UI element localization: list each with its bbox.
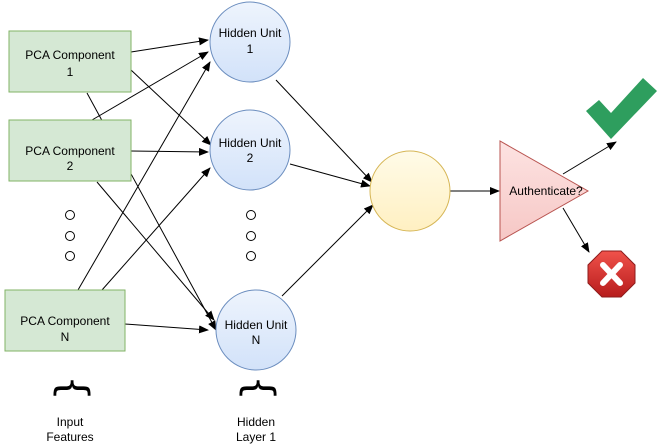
output-node <box>369 150 451 232</box>
hidden-unit-1-index: 1 <box>247 42 254 56</box>
input-caption-line2: Features <box>46 430 93 444</box>
hidden-brace-icon: } <box>234 375 280 400</box>
input-node-2-label: PCA Component <box>25 144 115 158</box>
edge-decision-accept <box>562 141 617 175</box>
hidden-ellipsis <box>246 210 256 261</box>
input-node-n-index: N <box>61 330 70 344</box>
hidden-unit-1: Hidden Unit 1 <box>209 1 291 83</box>
input-caption-line1: Input <box>57 415 84 429</box>
hidden-unit-2-index: 2 <box>247 151 254 165</box>
input-node-1: PCA Component 1 <box>8 30 132 93</box>
hidden-unit-n-label: Hidden Unit <box>225 318 288 332</box>
checkmark-icon <box>586 78 657 139</box>
decision-node: Authenticate? <box>499 140 590 242</box>
edge-decision-reject <box>562 207 590 253</box>
hidden-unit-n-index: N <box>252 333 261 347</box>
edge-in2-hN <box>96 181 215 321</box>
edge-h2-out <box>289 163 371 188</box>
edge-inN-hN <box>124 323 209 334</box>
hidden-unit-1-label: Hidden Unit <box>219 26 282 40</box>
hidden-output-edges <box>275 79 617 297</box>
hidden-caption-line1: Hidden <box>237 415 275 429</box>
hidden-unit-2: Hidden Unit 2 <box>209 109 291 191</box>
input-node-n: PCA Component N <box>4 289 126 352</box>
hidden-caption-line2: Layer 1 <box>236 430 276 444</box>
input-ellipsis <box>65 210 75 261</box>
hidden-unit-2-label: Hidden Unit <box>219 136 282 150</box>
edge-inN-h1 <box>77 61 211 291</box>
edge-inN-h2 <box>101 167 211 291</box>
edge-in1-h1 <box>130 37 209 53</box>
edge-in2-h2 <box>130 147 209 156</box>
edge-hN-out <box>281 204 374 297</box>
hidden-unit-n: Hidden Unit N <box>215 289 297 371</box>
decision-label: Authenticate? <box>509 184 583 198</box>
input-node-n-label: PCA Component <box>20 314 110 328</box>
input-node-1-index: 1 <box>67 65 74 79</box>
stop-x-icon <box>587 250 636 298</box>
edge-in1-h2 <box>130 69 212 146</box>
input-brace-icon: } <box>48 375 94 400</box>
edge-h1-out <box>275 79 373 183</box>
input-node-1-label: PCA Component <box>25 48 115 62</box>
input-node-2-index: 2 <box>67 159 74 173</box>
input-node-2: PCA Component 2 <box>8 119 132 182</box>
edge-in2-h1 <box>91 51 209 121</box>
